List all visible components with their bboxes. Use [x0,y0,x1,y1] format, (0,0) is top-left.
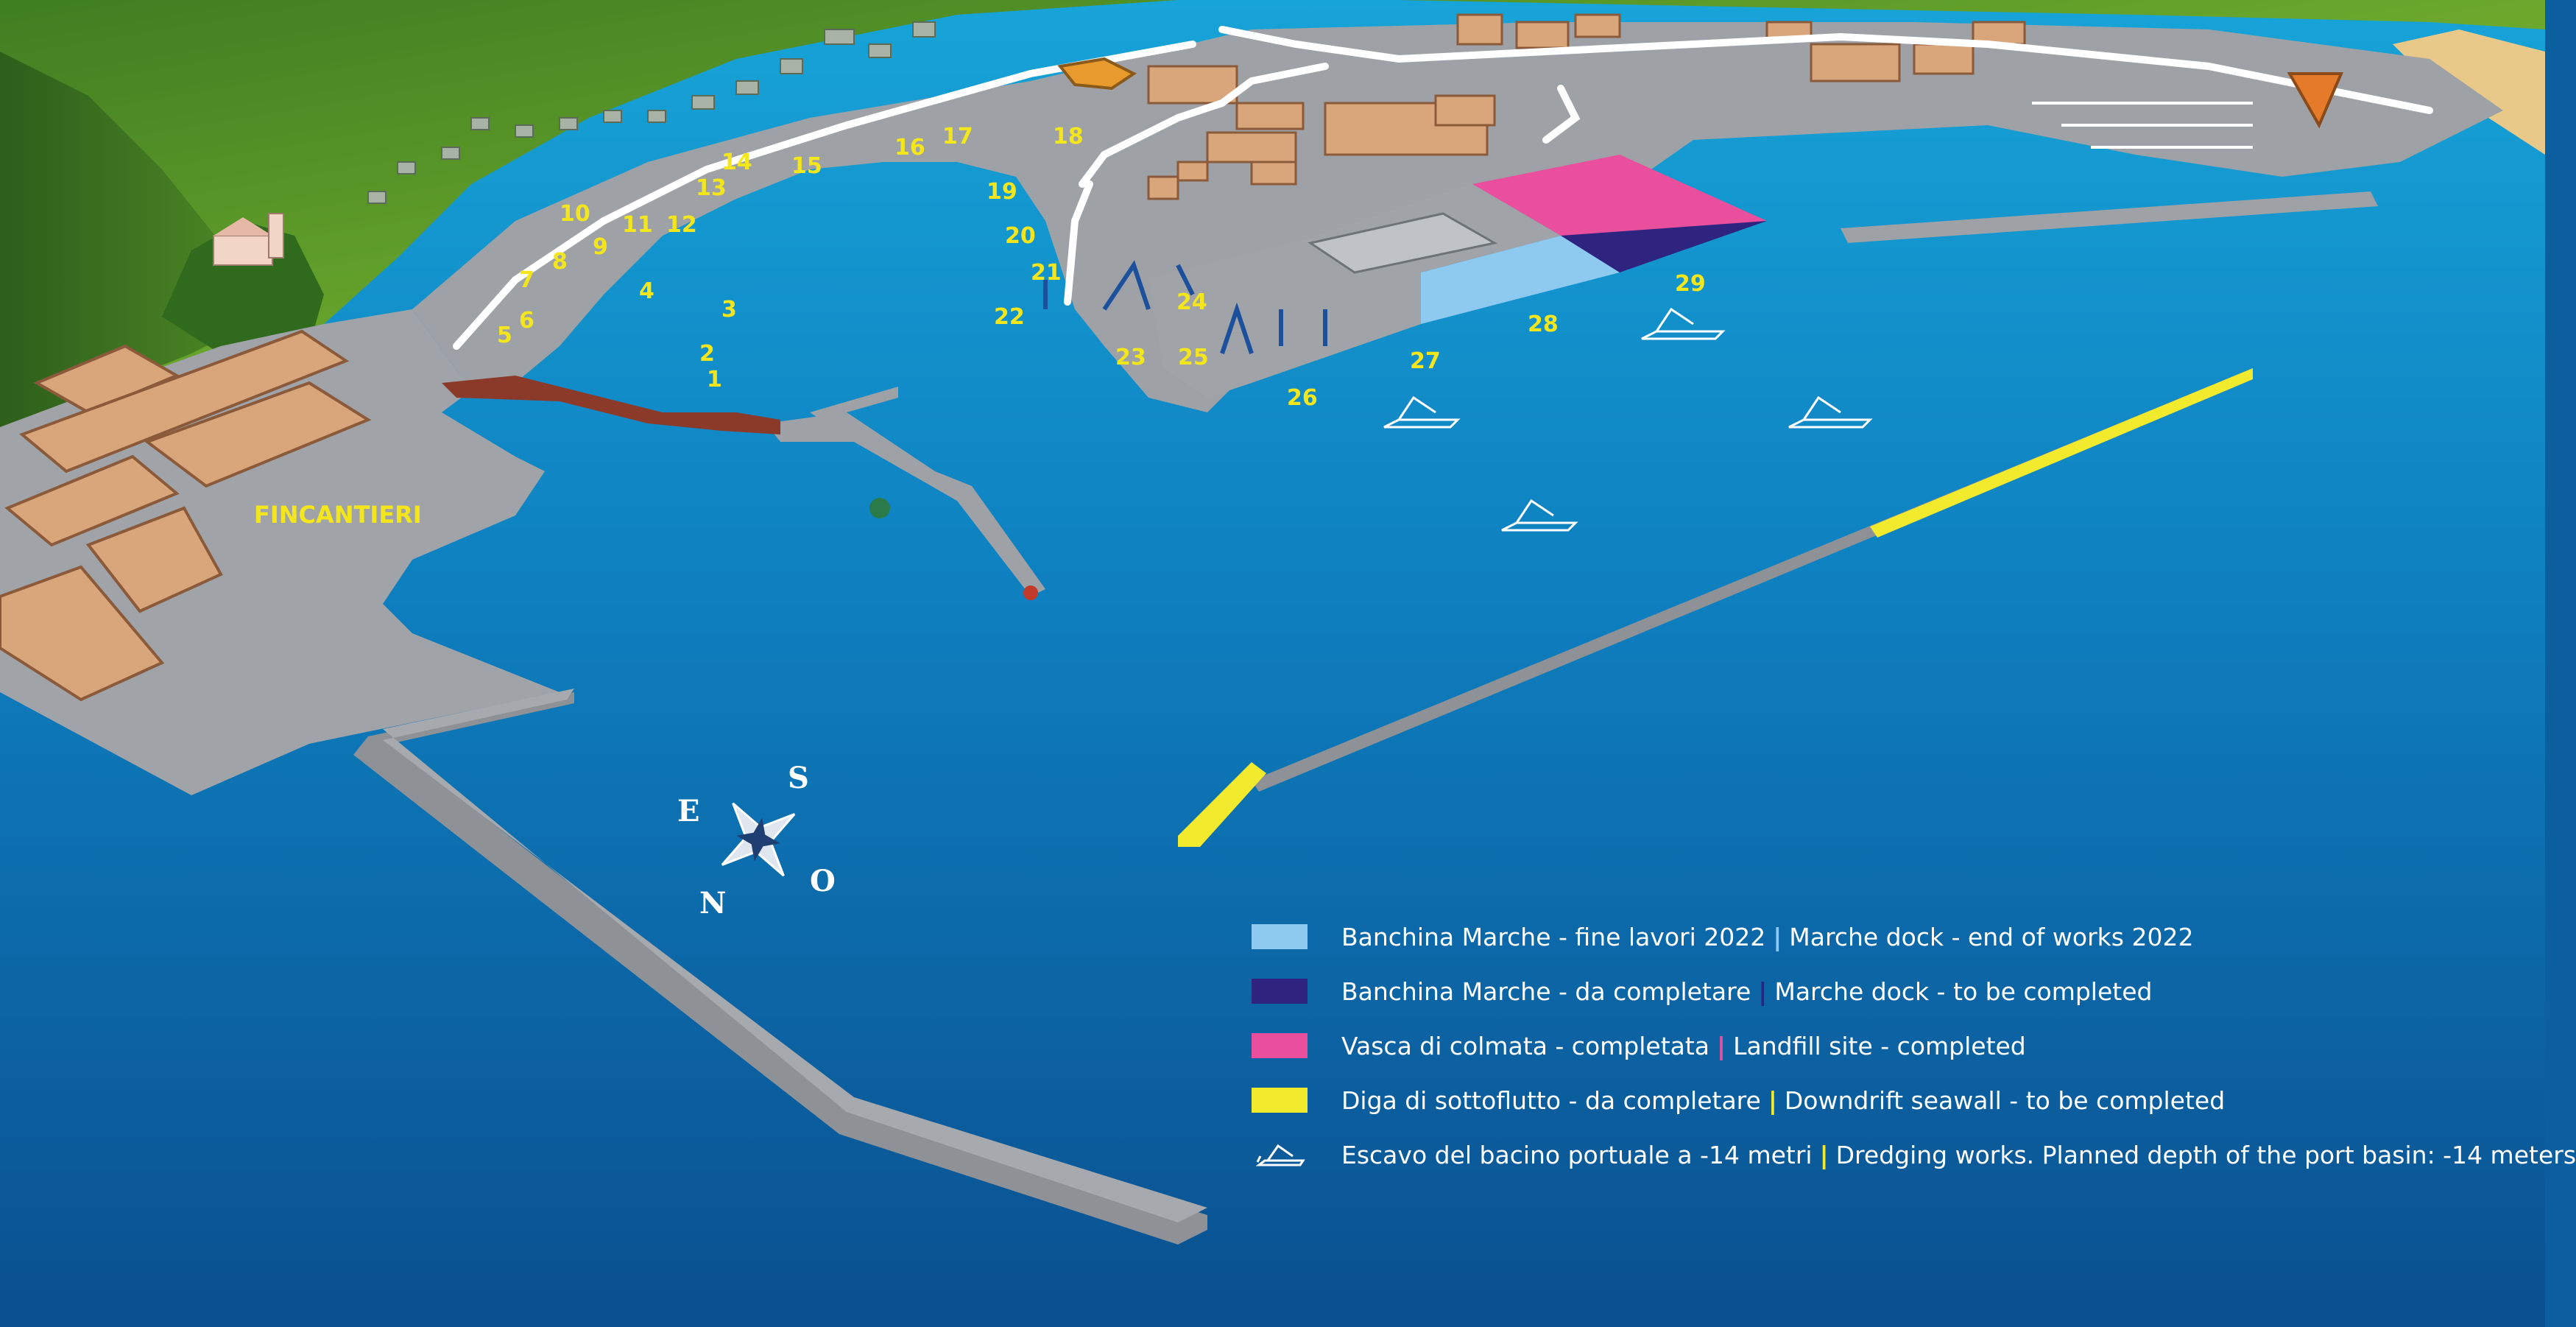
berth-label: 3 [721,297,737,323]
legend-item-marche-dock-to-complete: Banchina Marche - da completare|Marche d… [1252,964,2533,1018]
berth-label: 20 [1005,223,1036,249]
legend-item-marche-dock-completed: Banchina Marche - fine lavori 2022|March… [1252,909,2533,964]
marche-dock-to-complete [1561,221,1767,272]
berth-label: 19 [987,179,1017,205]
berth-label: 22 [994,304,1025,330]
legend-label-en: Dredging works. Planned depth of the por… [1835,1140,2576,1169]
legend-label: Vasca di colmata - completata|Landfill s… [1341,1032,2026,1060]
berth-label: 4 [639,278,654,304]
compass-south: S [788,761,809,795]
legend-label-en: Downdrift seawall - to be completed [1784,1085,2226,1115]
legend-swatch [1252,924,1308,949]
lighthouse-icon [1023,585,1038,600]
pier-central [766,412,1045,596]
legend-separator: | [1717,1031,1726,1060]
legend-separator: | [1773,922,1782,951]
berth-label: 10 [560,201,590,227]
legend-separator: | [1768,1085,1777,1115]
old-port-quay [442,376,780,434]
marche-dock-completed [1421,236,1620,324]
crane-icons [1043,260,1327,354]
berth-label: 6 [519,308,534,334]
berth-label: 17 [942,124,973,149]
legend-label: Diga di sottoflutto - da completare|Down… [1341,1086,2225,1115]
map-legend: Banchina Marche - fine lavori 2022|March… [1252,909,2576,1182]
berth-label: 27 [1410,348,1441,374]
compass-north: N [699,886,727,921]
seawall-yellow-right [1870,368,2253,538]
berth-label: 13 [696,175,727,201]
berth-label: 24 [1176,289,1207,315]
compass-west: O [810,864,836,898]
legend-item-seawall: Diga di sottoflutto - da completare|Down… [1252,1073,2533,1127]
hillside-buildings [367,21,936,204]
landfill-site [1472,155,1767,236]
berth-label: 9 [593,234,608,260]
legend-label-en: Landfill site - completed [1733,1031,2026,1060]
marina-breakwater [1841,191,2378,243]
church-icon [213,213,284,266]
legend-label-it: Vasca di colmata - completata [1341,1031,1710,1060]
berth-label: 18 [1053,124,1084,149]
dredger-icon [1383,307,1873,532]
berth-label: 28 [1528,311,1559,337]
berth-label: 12 [666,212,697,238]
legend-label: Banchina Marche - da completare|Marche d… [1341,977,2152,1006]
triangle-monument-icon [2287,72,2344,129]
legend-label-it: Banchina Marche - fine lavori 2022 [1341,922,1766,951]
berth-label: 1 [707,367,722,393]
berth-label: 2 [699,341,715,367]
berth-label: 8 [552,249,568,275]
legend-separator: | [1819,1140,1829,1169]
berth-label: 26 [1287,385,1318,411]
berth-label: 7 [519,267,534,293]
berth-label: 29 [1675,271,1706,297]
legend-item-landfill-completed: Vasca di colmata - completata|Landfill s… [1252,1018,2533,1073]
dredger-icon [1255,1144,1305,1166]
pentagon-fort-icon [1057,57,1137,91]
legend-separator: | [1758,976,1768,1006]
legend-label-en: Marche dock - to be completed [1774,976,2153,1006]
hill-area [0,0,2545,427]
legend-swatch [1252,1033,1308,1058]
legend-item-dredging: Escavo del bacino portuale a -14 metri|D… [1252,1127,2576,1182]
beacon-icon [869,498,890,518]
compass-east: E [677,794,700,828]
legend-label-it: Banchina Marche - da completare [1341,976,1751,1006]
legend-label: Escavo del bacino portuale a -14 metri|D… [1341,1141,2576,1169]
fincantieri-buildings [0,329,372,702]
berth-label: 14 [721,149,752,175]
legend-label-it: Escavo del bacino portuale a -14 metri [1341,1140,1813,1169]
berth-label: 23 [1115,345,1146,370]
warehouse [1308,212,1498,274]
berth-label: 25 [1178,345,1209,370]
berth-label: 15 [791,153,822,179]
berth-numbers: 1 2 3 4 5 6 7 8 9 10 11 12 13 14 15 16 1… [497,124,1706,411]
legend-label: Banchina Marche - fine lavori 2022|March… [1341,923,2193,951]
city-buildings [1147,13,2026,200]
area-label-fincantieri: FINCANTIERI [254,501,422,529]
compass-rose-icon: S E O N [677,761,836,921]
berth-label: 11 [622,212,653,238]
legend-swatch [1252,1088,1308,1113]
roads [453,26,2433,350]
pier-right-breakwater [810,387,898,420]
seawall-yellow-left [1178,762,1266,847]
legend-label-it: Diga di sottoflutto - da completare [1341,1085,1761,1115]
berth-label: 16 [894,135,925,161]
berth-label: 21 [1031,260,1062,286]
legend-label-en: Marche dock - end of works 2022 [1789,922,2194,951]
legend-swatch [1252,979,1308,1004]
marina-piers [2032,102,2253,149]
berth-label: 5 [497,323,512,348]
